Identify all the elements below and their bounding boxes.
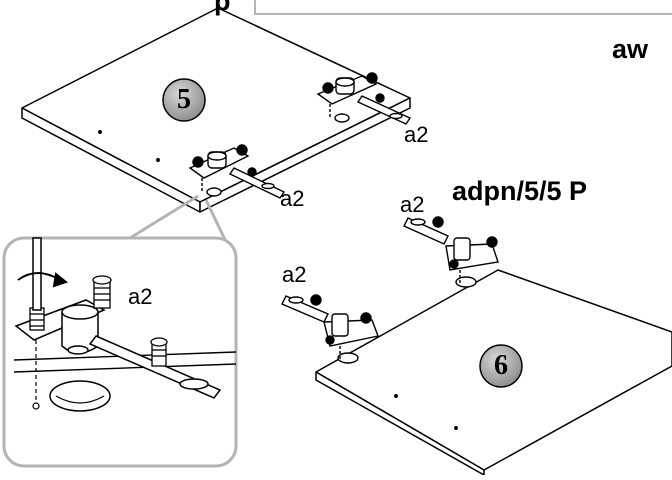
header-frame — [254, 0, 672, 15]
part-label-a2: a2 — [280, 186, 305, 211]
detail-callout — [2, 236, 238, 468]
step-6-badge — [479, 344, 523, 388]
step-5-number: 5 — [177, 84, 191, 115]
part-label-a2: a2 — [400, 192, 425, 217]
hinge-6-left — [281, 294, 379, 364]
hinge-6-right — [403, 216, 499, 288]
hinge-5-left — [188, 144, 286, 199]
panel-step-5 — [21, 7, 411, 213]
step-6-number: 6 — [494, 350, 508, 381]
part-label-a2: a2 — [128, 284, 153, 309]
header-right-fragment: aw — [612, 34, 649, 64]
hinge-5-right — [316, 72, 412, 125]
part-label-a2: a2 — [404, 122, 429, 147]
part-label-a2: a2 — [282, 262, 307, 287]
header-left-fragment: p — [214, 0, 231, 16]
step-5-badge — [162, 78, 206, 122]
rotate-arrow-icon — [17, 272, 69, 288]
model-code-label: adpn/5/5 P — [452, 176, 588, 206]
